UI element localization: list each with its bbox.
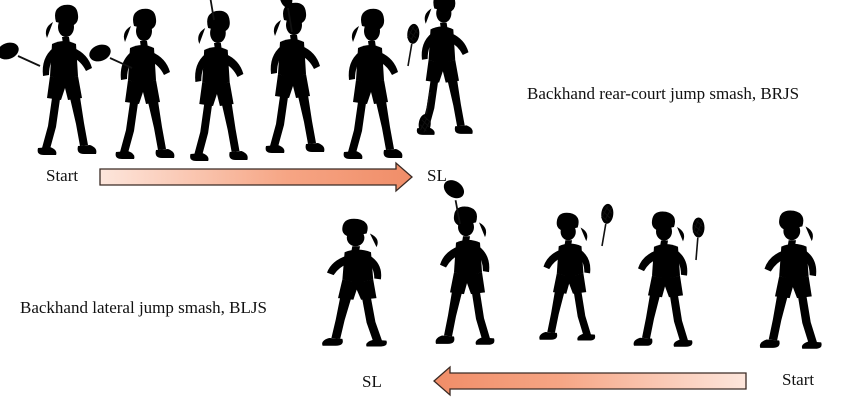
brjs-phase-4 [265,0,325,153]
brjs-title: Backhand rear-court jump smash, BRJS [527,84,800,103]
brjs-phase-6 [412,0,473,139]
top-start-label: Start [46,166,79,185]
top-sequence [0,0,473,161]
brjs-phase-1 [0,4,97,155]
bljs-phase-4 [633,211,711,347]
bottom-sequence [322,171,822,349]
bottom-start-label: Start [782,370,815,389]
bljs-title: Backhand lateral jump smash, BLJS [20,298,267,317]
bottom-direction-arrow [433,365,747,397]
bljs-phase-2 [433,171,495,345]
top-direction-arrow [99,161,413,193]
bottom-end-label: SL [362,372,382,391]
bljs-phase-1 [322,218,387,347]
bljs-phase-5 [759,210,822,349]
brjs-phase-2 [86,8,175,159]
bljs-phase-3 [539,199,620,341]
brjs-phase-5 [343,8,426,159]
brjs-phase-3 [190,0,248,161]
top-end-label: SL [427,166,447,185]
